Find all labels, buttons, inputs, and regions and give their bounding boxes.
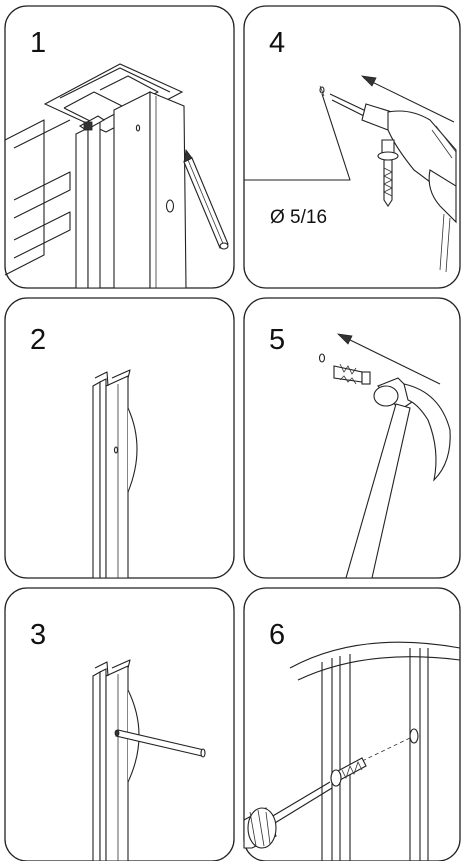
step-2-number: 2 [30, 324, 46, 356]
step-5-number: 5 [269, 324, 285, 356]
door-frame-icon [4, 63, 187, 289]
step-6-panel: 6 [243, 587, 461, 861]
drill-bit-diameter: Ø 5/16 [270, 207, 327, 228]
step-1-number: 1 [30, 27, 46, 59]
screwdriver-icon [243, 781, 333, 849]
pencil-icon [183, 149, 229, 250]
step-4-panel: 4 Ø 5/16 [243, 5, 461, 289]
wall-plug-icon [333, 363, 371, 385]
hammer-icon [345, 377, 451, 579]
door-jamb-icon [92, 659, 140, 861]
marking-rod-icon [114, 729, 206, 758]
step-2-panel: 2 [4, 297, 235, 579]
step-3-panel: 3 [4, 587, 235, 861]
step-5-panel: 5 [243, 297, 461, 579]
step-1-panel: 1 [4, 5, 235, 289]
door-jamb-icon [92, 369, 138, 579]
step-3-number: 3 [30, 619, 46, 651]
screw-icon [330, 757, 367, 787]
step-4-number: 4 [269, 27, 285, 59]
drill-icon [329, 93, 457, 273]
step-6-number: 6 [269, 619, 285, 651]
